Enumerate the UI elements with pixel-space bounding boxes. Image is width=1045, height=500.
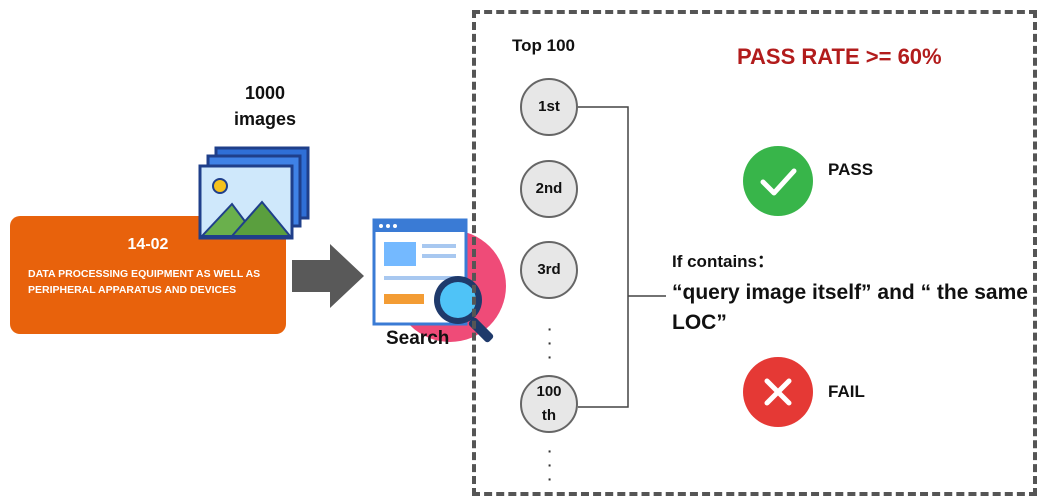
pass-label: PASS [828, 160, 874, 179]
rank-1st: 1st [520, 78, 578, 136]
rank-2nd: 2nd [520, 160, 578, 218]
fail-label: FAIL [828, 382, 865, 401]
rank-3rd: 3rd [520, 241, 578, 299]
top-results-title: Top 100 [512, 36, 575, 55]
condition-intro: If contains： [672, 252, 775, 271]
category-description: DATA PROCESSING EQUIPMENT AS WELL AS PER… [28, 268, 261, 296]
evaluation-region [472, 10, 1037, 496]
search-document-icon [372, 218, 506, 343]
arrow-right-icon [292, 244, 364, 308]
search-label: Search [386, 328, 450, 349]
category-code: 14-02 [127, 236, 169, 253]
image-stack-icon [198, 146, 310, 240]
condition-text: “query image itself” and “ the same LOC” [672, 281, 1028, 334]
ellipsis-vertical: ··· [547, 321, 553, 365]
rank-100th: 100 th [520, 375, 578, 433]
image-count-label: 1000 images [215, 80, 315, 132]
x-icon [743, 357, 813, 427]
image-count-unit: images [233, 109, 297, 129]
image-count-number: 1000 [244, 83, 286, 103]
check-icon [743, 146, 813, 216]
ellipsis-vertical-bottom: ··· [547, 443, 553, 487]
pass-rate-label: PASS RATE >= 60% [737, 44, 942, 69]
